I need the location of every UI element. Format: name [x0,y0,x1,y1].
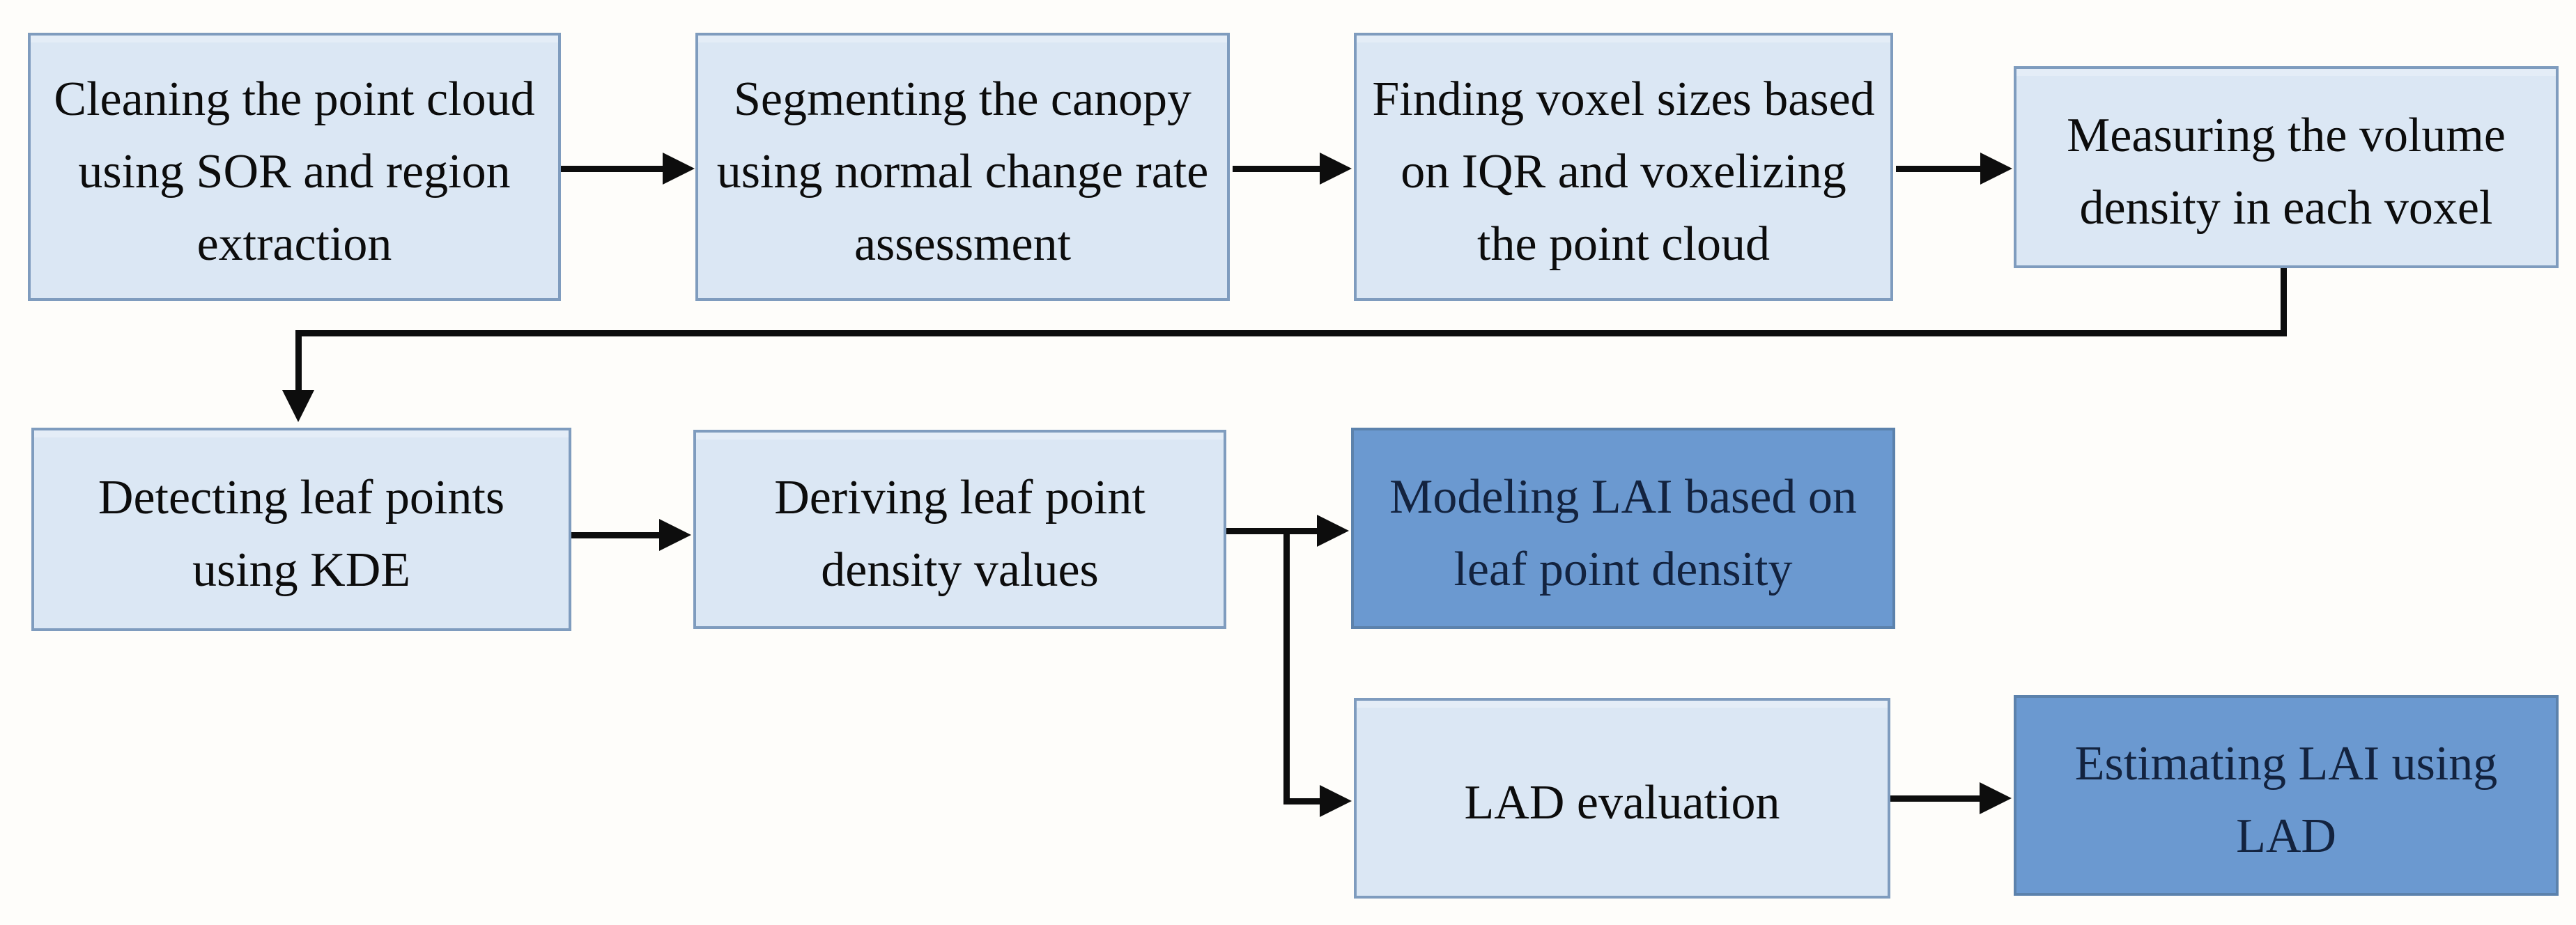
flow-node-label-line: extraction [196,217,392,271]
flow-node-voxel: Finding voxel sizes based on IQR and voxe… [1354,33,1893,301]
flow-node-label: LAD evaluation [1465,767,1780,839]
flow-node-label-line: on IQR and voxelizing [1401,144,1846,199]
flow-node-label-line: leaf point density [1453,542,1793,596]
connector-branch-to-lad [1283,798,1325,804]
flow-node-kde: Detecting leaf points using KDE [31,428,571,631]
flow-node-label-line: Deriving leaf point [774,471,1146,524]
connector-derive-to-model [1226,528,1321,534]
flow-node-label-line: using KDE [192,543,411,597]
connector-lad-to-estimate [1890,795,1982,802]
flow-node-label-line: LAD evaluation [1464,776,1780,830]
flow-node-label: Segmenting the canopy using normal change… [717,63,1209,281]
flow-node-label-line: Cleaning the point cloud [54,72,535,126]
arrowhead-icon-into-estimate [1980,782,2012,814]
flow-node-lai-model: Modeling LAI based on leaf point density [1351,428,1895,629]
flow-node-label-line: Detecting leaf points [98,471,505,524]
connector-kde-to-derive [571,532,665,538]
flow-node-label-line: using normal change rate [716,144,1209,199]
connector-down-to-kde [295,330,302,391]
arrowhead-icon-into-density [1980,153,2012,185]
flow-node-label-line: LAD [2236,809,2336,863]
connector-density-drop [2281,268,2287,336]
flow-node-lad-eval: LAD evaluation [1354,698,1890,899]
flow-node-label: Finding voxel sizes based on IQR and voxe… [1372,63,1874,281]
flow-node-label-line: assessment [854,217,1072,271]
flow-node-density: Measuring the volume density in each voxe… [2014,66,2559,268]
arrowhead-icon-into-kde [282,390,314,422]
flow-node-label-line: density in each voxel [2079,181,2493,235]
arrowhead-icon-into-segment [663,153,695,185]
flow-node-label-line: Finding voxel sizes based [1372,72,1875,126]
flow-node-label: Cleaning the point cloud using SOR and re… [54,63,534,281]
flow-node-label: Modeling LAI based on leaf point density [1389,461,1857,606]
flow-node-clean: Cleaning the point cloud using SOR and re… [28,33,561,301]
arrowhead-icon-into-derive [659,519,691,551]
flow-node-derive: Deriving leaf point density values [693,430,1226,629]
arrowhead-icon-into-model [1317,515,1349,547]
flow-node-label: Detecting leaf points using KDE [98,462,504,607]
connector-segment-to-voxel [1233,166,1323,172]
flow-node-label: Deriving leaf point density values [774,462,1146,607]
flow-node-label: Measuring the volume density in each voxe… [2067,100,2506,244]
flow-node-label-line: the point cloud [1477,217,1770,271]
flow-node-label-line: Modeling LAI based on [1389,469,1857,524]
flow-node-label-line: density values [821,543,1099,597]
flow-node-segment: Segmenting the canopy using normal change… [695,33,1230,301]
arrowhead-icon-into-lad [1320,785,1352,817]
flow-node-label-line: using SOR and region [78,144,511,199]
arrowhead-icon-into-voxel [1320,153,1352,185]
flow-node-label-line: Segmenting the canopy [733,72,1192,126]
connector-voxel-to-density [1896,166,1984,172]
flow-node-label-line: Estimating LAI using [2074,737,2498,791]
connector-clean-to-segment [561,166,665,172]
connector-density-across [295,330,2287,336]
flow-node-label-line: Measuring the volume [2067,109,2506,162]
connector-branch-drop [1283,528,1290,804]
